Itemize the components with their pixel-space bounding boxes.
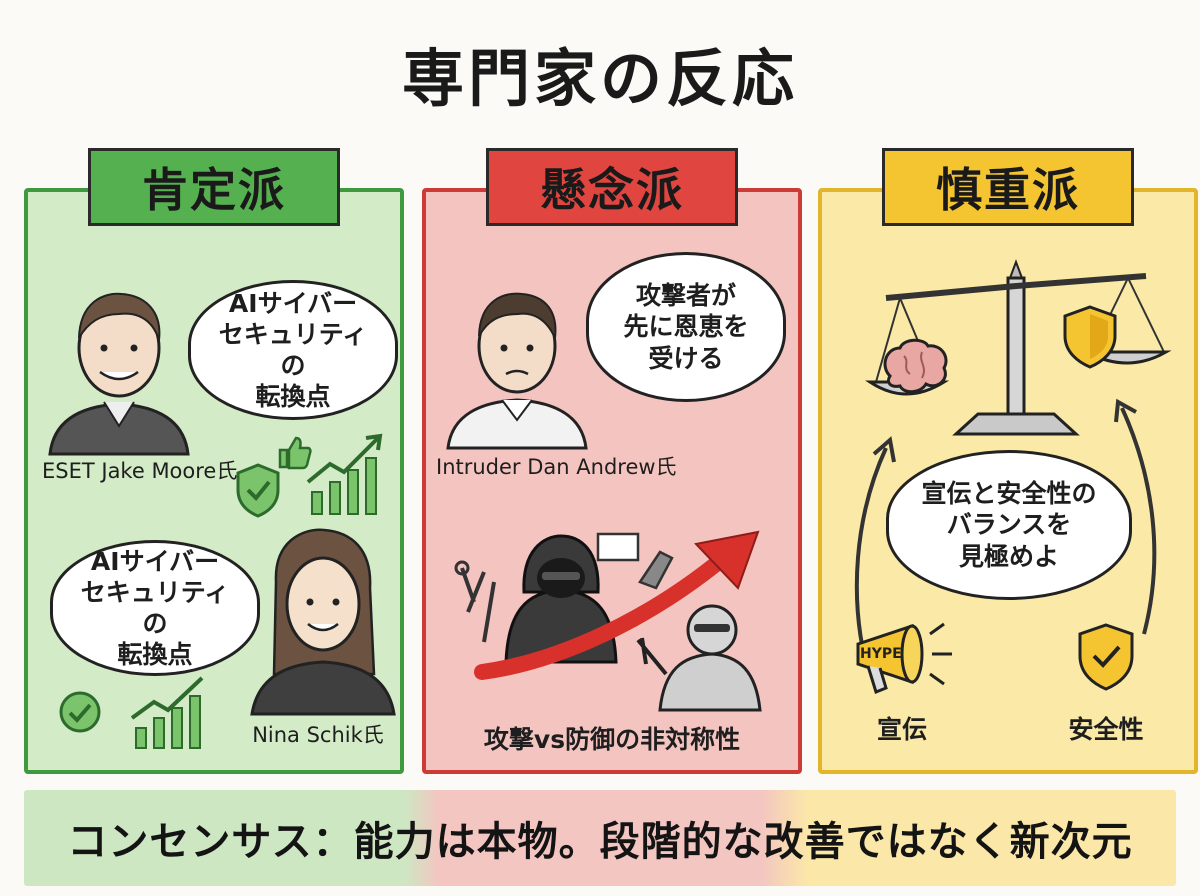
label-safety: 安全性 [1068, 715, 1144, 744]
person-icon [250, 528, 396, 716]
consensus-banner: コンセンサス：能力は本物。段階的な改善ではなく新次元 [24, 790, 1176, 886]
rising-arrow-icon [1114, 398, 1157, 635]
panel-cautious-heading: 慎重派 [882, 148, 1134, 226]
tools-icon [454, 560, 496, 643]
shield-check-icon [1078, 623, 1134, 691]
person-name-andrew: Intruder Dan Andrew氏 [436, 455, 677, 479]
thumbs-up-icon [278, 436, 312, 470]
rising-arrow-icon [474, 530, 760, 680]
page-title: 専門家の反応 [401, 42, 798, 115]
megaphone-icon: HYPE [856, 622, 952, 694]
person-icon [48, 292, 190, 456]
asymmetry-caption: 攻撃vs防御の非対称性 [483, 725, 741, 754]
growth-chart-icon [306, 433, 383, 515]
tools-icon [596, 532, 674, 590]
panel-positive-heading: 肯定派 [88, 148, 340, 226]
rising-arrow-icon [854, 436, 896, 665]
person-icon [446, 292, 588, 450]
megaphone-text: HYPE [860, 646, 902, 662]
quote-bubble-schik: AIサイバー セキュリティの 転換点 [50, 540, 260, 676]
shield-check-icon [236, 463, 280, 518]
panel-concern-heading: 懸念派 [486, 148, 738, 226]
growth-chart-icon [130, 676, 204, 749]
person-name-schik: Nina Schik氏 [252, 723, 384, 747]
panel-cautious: 慎重派 宣伝と安全性の バランスを 見極めよ HYPE 宣伝 安全性 [818, 148, 1198, 774]
quote-bubble-andrew: 攻撃者が 先に恩恵を 受ける [586, 252, 786, 402]
quote-bubble-moore: AIサイバー セキュリティの 転換点 [188, 280, 398, 420]
shield-check-icon [59, 691, 101, 733]
brain-icon [883, 338, 948, 394]
person-name-moore: ESET Jake Moore氏 [42, 459, 238, 483]
shield-icon [1063, 305, 1117, 369]
defender-icon [636, 604, 762, 712]
panel-positive: 肯定派 AIサイバー セキュリティの 転換点 ESET Jake Moore氏 … [24, 148, 404, 774]
label-publicity: 宣伝 [876, 715, 927, 744]
quote-bubble-cautious: 宣伝と安全性の バランスを 見極めよ [886, 450, 1132, 600]
panel-concern: 懸念派 攻撃者が 先に恩恵を 受ける Intruder Dan Andrew氏 … [422, 148, 802, 774]
